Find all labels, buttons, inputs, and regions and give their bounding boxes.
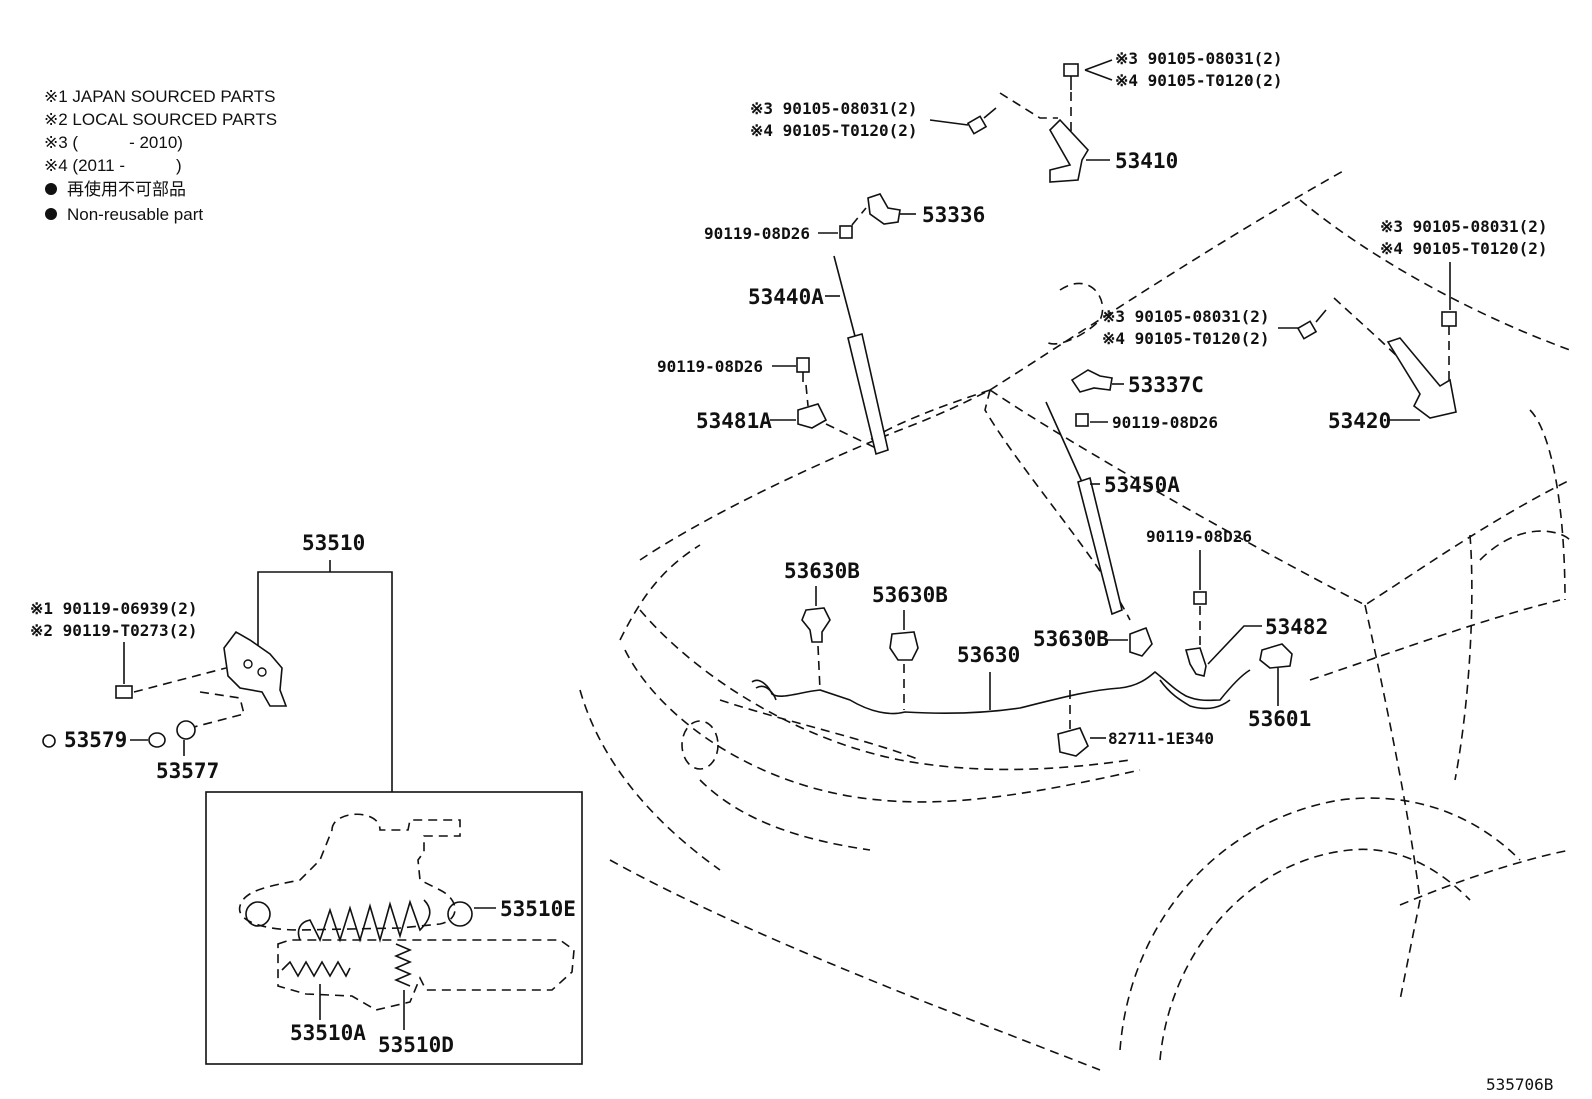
label-82711: 82711-1E340 xyxy=(1108,729,1214,748)
lock-detail-box: 53510E 53510A 53510D xyxy=(205,791,583,1065)
label-53420: 53420 xyxy=(1328,409,1391,433)
legend: ※1 JAPAN SOURCED PARTS ※2 LOCAL SOURCED … xyxy=(44,87,277,224)
legend-line-4: ※4 (2011 - ) xyxy=(44,156,182,175)
label-53410: 53410 xyxy=(1115,149,1178,173)
label-bolt-4: 90119-08D26 xyxy=(1146,527,1252,546)
label-53510a: 53510A xyxy=(290,1021,366,1045)
bracket-53336 xyxy=(867,193,901,225)
label-53630b-3: 53630B xyxy=(1033,627,1109,651)
label-53510: 53510 xyxy=(302,531,365,555)
label-53601: 53601 xyxy=(1248,707,1311,731)
release-cable-group: 53630B 53630B 53630 53630B 82711-1E340 5… xyxy=(751,559,1328,757)
label-53336: 53336 xyxy=(922,203,985,227)
bolt-icon xyxy=(839,225,853,239)
label-53579: 53579 xyxy=(64,728,127,752)
strut-right-group: 53337C 90119-08D26 53450A 90119-08D26 xyxy=(1045,369,1252,646)
label-53630b-1: 53630B xyxy=(784,559,860,583)
label-right-a2: ※4 90105-T0120(2) xyxy=(1380,239,1548,258)
label-53440a: 53440A xyxy=(748,285,824,309)
label-left-b1: ※1 90119-06939(2) xyxy=(30,599,198,618)
hood-lock-53510: 53510 ※1 90119-06939(2) ※2 90119-T0273(2… xyxy=(30,531,393,792)
hinge-53420: ※3 90105-08031(2) ※4 90105-T0120(2) ※3 9… xyxy=(1102,217,1548,433)
label-top-a1: ※3 90105-08031(2) xyxy=(1115,49,1283,68)
connector-82711 xyxy=(1057,727,1089,757)
label-mid-a2: ※4 90105-T0120(2) xyxy=(1102,329,1270,348)
label-top-a2: ※4 90105-T0120(2) xyxy=(1115,71,1283,90)
label-53481a: 53481A xyxy=(696,409,772,433)
grommet-53579 xyxy=(148,732,166,748)
hinge-53410: ※3 90105-08031(2) ※4 90105-T0120(2) ※3 9… xyxy=(750,49,1283,183)
label-mid-a1: ※3 90105-08031(2) xyxy=(1102,307,1270,326)
bullet-icon xyxy=(45,208,57,220)
clip-53630b xyxy=(801,607,831,643)
bolt-icon xyxy=(1063,63,1079,77)
cushion-53577 xyxy=(176,720,196,740)
legend-line-5: 再使用不可部品 xyxy=(67,179,186,199)
bolt-icon xyxy=(1441,311,1457,327)
label-bolt-1: 90119-08D26 xyxy=(704,224,810,243)
legend-line-2: ※2 LOCAL SOURCED PARTS xyxy=(44,110,277,129)
bullet-icon xyxy=(45,183,57,195)
bolt-icon xyxy=(1193,591,1207,605)
bracket-53482 xyxy=(1184,647,1207,677)
strut-left-group: 53336 90119-08D26 53440A 90119-08D26 534… xyxy=(657,193,985,456)
bolt-icon xyxy=(1296,320,1318,340)
bracket-53337c xyxy=(1070,369,1113,393)
gas-strut-53440a xyxy=(847,332,889,456)
clip-53630b xyxy=(1129,626,1153,657)
label-53337c: 53337C xyxy=(1128,373,1204,397)
label-bolt-3: 90119-08D26 xyxy=(1112,413,1218,432)
clip-53630b xyxy=(889,631,919,661)
label-53482: 53482 xyxy=(1265,615,1328,639)
label-53450a: 53450A xyxy=(1104,473,1180,497)
label-53510e: 53510E xyxy=(500,897,576,921)
gas-strut-53450a xyxy=(1077,476,1123,616)
detail-frame xyxy=(205,791,583,1065)
label-53577: 53577 xyxy=(156,759,219,783)
label-53630b-2: 53630B xyxy=(872,583,948,607)
bolt-icon xyxy=(966,115,988,135)
label-53510d: 53510D xyxy=(378,1033,454,1057)
legend-line-6: Non-reusable part xyxy=(67,205,203,224)
figure-id: 535706B xyxy=(1486,1075,1553,1094)
bolt-icon xyxy=(796,357,810,373)
hinge-shape xyxy=(1049,118,1089,183)
bolt-icon xyxy=(115,685,133,699)
legend-line-3: ※3 ( - 2010) xyxy=(44,133,183,152)
label-53630: 53630 xyxy=(957,643,1020,667)
lock-assembly xyxy=(223,630,288,707)
bullet-icon xyxy=(42,734,56,748)
hinge-shape xyxy=(1386,337,1457,419)
label-top-b2: ※4 90105-T0120(2) xyxy=(750,121,918,140)
bolt-icon xyxy=(1075,413,1089,427)
label-top-b1: ※3 90105-08031(2) xyxy=(750,99,918,118)
car-body-outline xyxy=(579,169,1571,1071)
bracket-53481a xyxy=(797,403,828,429)
label-left-b2: ※2 90119-T0273(2) xyxy=(30,621,198,640)
legend-line-1: ※1 JAPAN SOURCED PARTS xyxy=(44,87,276,106)
release-handle-53601 xyxy=(1259,643,1293,669)
label-bolt-2: 90119-08D26 xyxy=(657,357,763,376)
label-right-a1: ※3 90105-08031(2) xyxy=(1380,217,1548,236)
